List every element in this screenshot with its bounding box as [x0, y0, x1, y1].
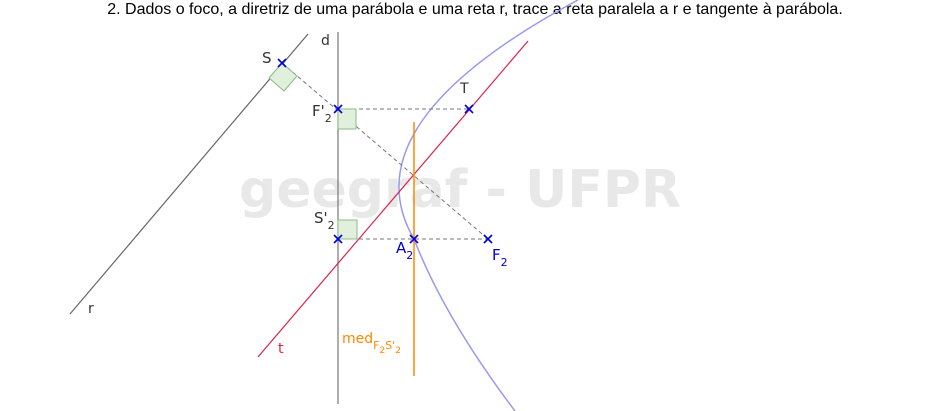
construction-lines	[281, 62, 489, 240]
right-angle-f2prime	[337, 108, 357, 130]
question-text: 2. Dados o foco, a diretriz de uma paráb…	[107, 1, 843, 18]
line-r	[69, 33, 309, 315]
label-t-line: t	[278, 341, 284, 357]
tangent-t	[257, 40, 529, 358]
point-f2prime	[333, 104, 343, 114]
point-s	[277, 58, 287, 68]
watermark: geegraf - UFPR	[239, 160, 681, 220]
label-s: S	[262, 49, 272, 67]
point-s2prime	[333, 234, 343, 244]
parabola	[398, 0, 579, 411]
right-angle-s2prime	[337, 219, 358, 240]
label-s2prime: S'2	[314, 209, 335, 232]
label-f2prime: F'2	[312, 102, 332, 125]
label-a2: A2	[396, 239, 413, 262]
point-t	[464, 104, 474, 114]
point-a2	[409, 234, 419, 244]
right-angle-s	[268, 62, 298, 92]
label-mediatrix: medF2S'2	[342, 331, 401, 356]
point-f2	[483, 234, 493, 244]
points	[277, 58, 493, 244]
label-r: r	[88, 301, 94, 317]
label-f2: F2	[492, 246, 508, 269]
dashed-s-f2	[281, 62, 489, 240]
label-d: d	[321, 33, 330, 49]
right-angle-markers	[268, 62, 358, 240]
label-t: T	[459, 81, 469, 97]
